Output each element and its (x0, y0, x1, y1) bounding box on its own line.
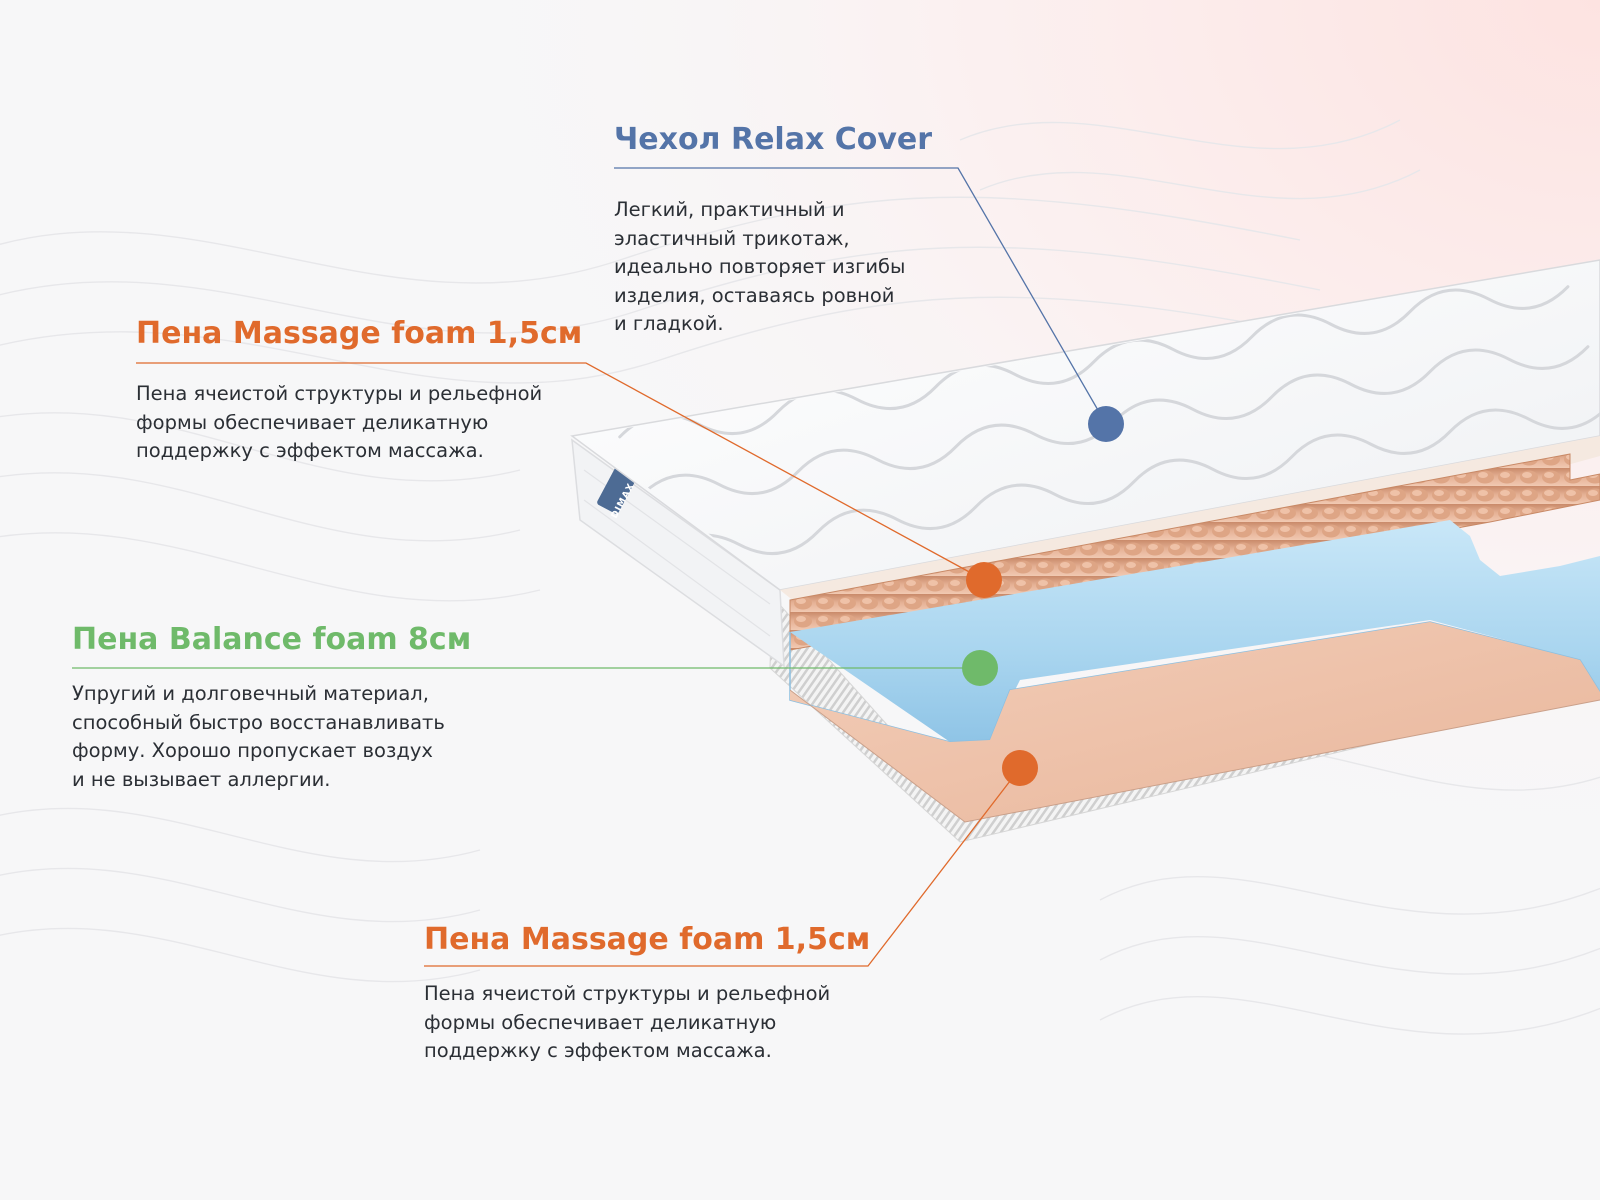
cover-dot-marker-icon (1088, 406, 1124, 442)
massage-top-desc-line: формы обеспечивает деликатную (136, 410, 489, 434)
balance-desc-line: и не вызывает аллергии. (72, 767, 331, 791)
massage-bottom-title: Пена Massage foam 1,5см (424, 922, 871, 957)
massage-bottom-desc-line: формы обеспечивает деликатную (424, 1010, 777, 1034)
massage-bottom-desc-line: поддержку с эффектом массажа. (424, 1039, 772, 1062)
balance-desc-line: Упругий и долговечный материал, (72, 682, 429, 705)
massage-top-dot-marker-icon (966, 562, 1002, 598)
cover-description: Легкий, практичный и эластичный трикотаж… (614, 196, 932, 339)
massage-top-title: Пена Massage foam 1,5см (136, 316, 583, 351)
callout-massage-bottom: Пена Massage foam 1,5см Пена ячеистой ст… (424, 922, 870, 1066)
balance-desc-line: способный быстро восстанавливать (72, 710, 445, 734)
balance-description: Упругий и долговечный материал, способны… (72, 680, 471, 794)
cover-desc-line: эластичный трикотаж, (614, 226, 850, 250)
callout-balance: Пена Balance foam 8см Упругий и долговеч… (72, 622, 471, 794)
callout-cover: Чехол Relax Cover Легкий, практичный и э… (614, 122, 932, 339)
balance-title: Пена Balance foam 8см (72, 622, 472, 657)
massage-bottom-desc-line: Пена ячеистой структуры и рельефной (424, 982, 831, 1005)
callout-massage-top: Пена Massage foam 1,5см Пена ячеистой ст… (136, 316, 582, 466)
cover-desc-line: идеально повторяет изгибы (614, 255, 906, 278)
background-waves (0, 119, 1600, 1035)
massage-top-desc-line: Пена ячеистой структуры и рельефной (136, 382, 543, 405)
massage-bottom-dot-marker-icon (1002, 750, 1038, 786)
balance-dot-marker-icon (962, 650, 998, 686)
leader-lines (72, 167, 1107, 967)
cover-desc-line: изделия, оставаясь ровной (614, 283, 895, 307)
massage-top-desc-line: поддержку с эффектом массажа. (136, 439, 484, 462)
balance-desc-line: форму. Хорошо пропускает воздух (72, 739, 433, 762)
cover-desc-line: Легкий, практичный и (614, 198, 845, 221)
cover-desc-line: и гладкой. (614, 312, 724, 335)
massage-top-description: Пена ячеистой структуры и рельефной форм… (136, 380, 582, 466)
cover-title: Чехол Relax Cover (614, 122, 933, 157)
massage-bottom-description: Пена ячеистой структуры и рельефной форм… (424, 980, 870, 1066)
